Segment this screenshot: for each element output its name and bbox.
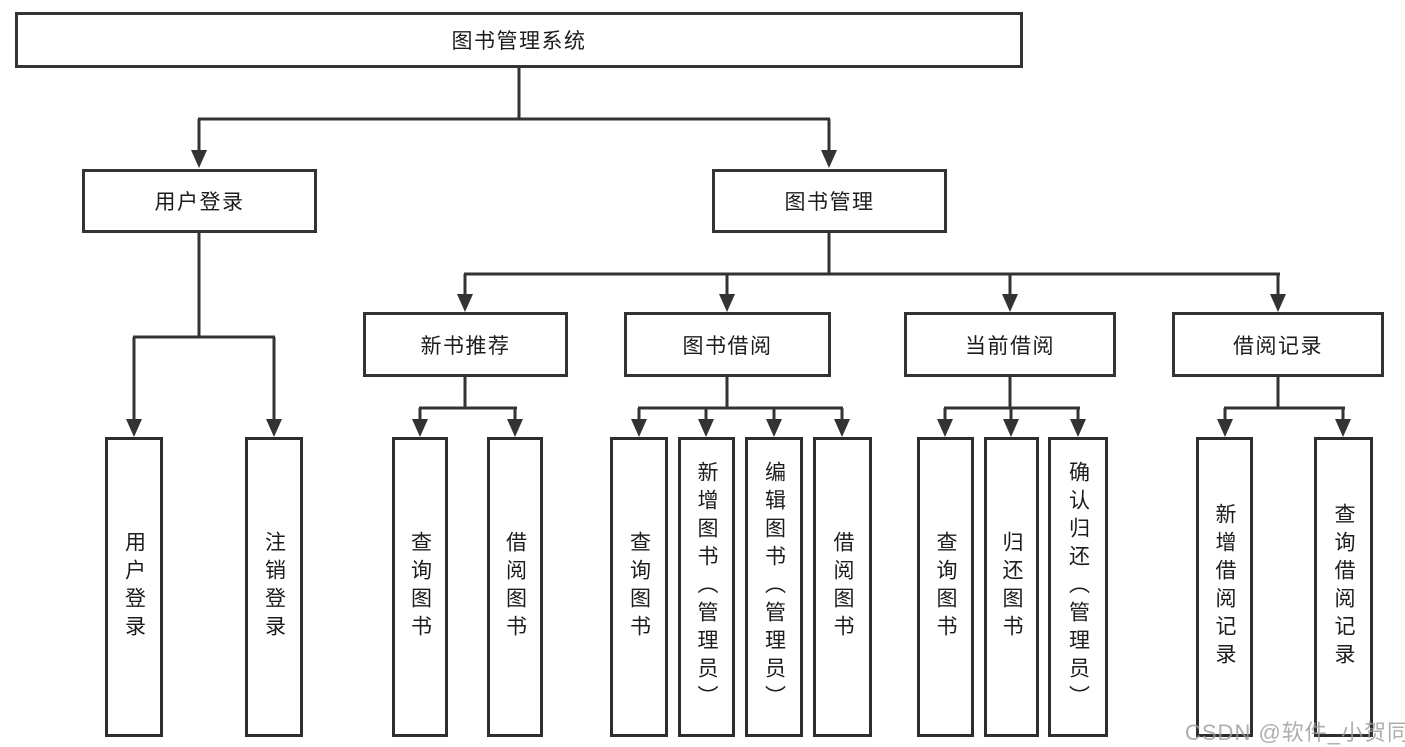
- leaf-box-records-add-record: 新增借阅记录: [1196, 437, 1253, 737]
- leaf-label-current-confirm-return-admin: 确认归还（管理员）: [1066, 461, 1090, 713]
- node-box-book-management: 图书管理: [712, 169, 947, 233]
- leaf-label-records-query-record: 查询借阅记录: [1332, 503, 1355, 671]
- node-label-root: 图书管理系统: [451, 30, 587, 53]
- node-box-root: 图书管理系统: [15, 12, 1023, 68]
- leaf-box-borrow-edit-book-admin: 编辑图书（管理员）: [745, 437, 803, 737]
- leaf-box-records-query-record: 查询借阅记录: [1314, 437, 1373, 737]
- node-label-current-borrow: 当前借阅: [965, 334, 1055, 358]
- leaf-label-borrow-borrow-book: 借阅图书: [831, 531, 854, 643]
- leaf-label-current-query-book: 查询图书: [934, 531, 957, 643]
- node-box-user-login: 用户登录: [82, 169, 317, 233]
- leaf-label-logout: 注销登录: [262, 531, 286, 643]
- leaf-label-borrow-edit-book-admin: 编辑图书（管理员）: [762, 461, 786, 713]
- csdn-watermark: CSDN @软件_小贺同学: [1185, 720, 1405, 745]
- node-label-new-book-recommend: 新书推荐: [420, 334, 511, 358]
- leaf-label-current-return-book: 归还图书: [1000, 531, 1023, 643]
- leaf-box-borrow-borrow-book: 借阅图书: [813, 437, 872, 737]
- leaf-box-borrow-add-book-admin: 新增图书（管理员）: [678, 437, 735, 737]
- leaf-box-logout: 注销登录: [245, 437, 303, 737]
- node-box-new-book-recommend: 新书推荐: [363, 312, 568, 377]
- leaf-label-borrow-query-book: 查询图书: [627, 531, 651, 643]
- node-label-borrow-records: 借阅记录: [1233, 334, 1323, 358]
- leaf-label-records-add-record: 新增借阅记录: [1213, 503, 1236, 671]
- node-label-user-login: 用户登录: [154, 191, 245, 214]
- leaf-box-current-confirm-return-admin: 确认归还（管理员）: [1048, 437, 1108, 737]
- node-box-book-borrow: 图书借阅: [624, 312, 831, 377]
- leaf-box-current-query-book: 查询图书: [917, 437, 974, 737]
- node-box-current-borrow: 当前借阅: [904, 312, 1116, 377]
- leaf-box-recommend-borrow-book: 借阅图书: [487, 437, 543, 737]
- leaf-label-recommend-borrow-book: 借阅图书: [503, 531, 527, 643]
- leaf-label-borrow-add-book-admin: 新增图书（管理员）: [695, 461, 718, 713]
- leaf-box-recommend-query-book: 查询图书: [392, 437, 448, 737]
- leaf-box-current-return-book: 归还图书: [984, 437, 1039, 737]
- leaf-box-user-login: 用户登录: [105, 437, 163, 737]
- node-label-book-borrow: 图书借阅: [682, 334, 773, 358]
- node-box-borrow-records: 借阅记录: [1172, 312, 1384, 377]
- leaf-label-recommend-query-book: 查询图书: [408, 531, 432, 643]
- leaf-label-user-login: 用户登录: [122, 531, 146, 643]
- leaf-box-borrow-query-book: 查询图书: [610, 437, 668, 737]
- node-label-book-management: 图书管理: [784, 191, 875, 214]
